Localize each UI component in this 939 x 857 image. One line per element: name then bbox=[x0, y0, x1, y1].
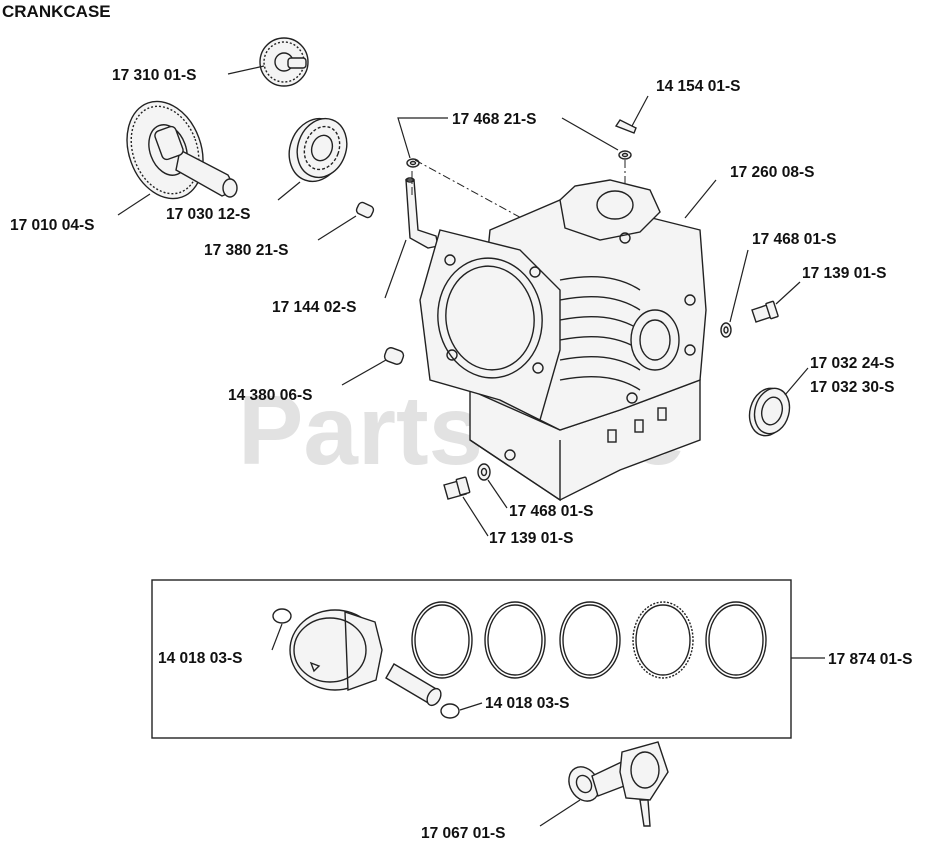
piston-pin-clip-left[interactable] bbox=[272, 608, 292, 624]
piston-pin[interactable] bbox=[385, 663, 444, 708]
washer-right[interactable] bbox=[618, 150, 632, 160]
leader-17380 bbox=[317, 215, 357, 241]
label-17260[interactable]: 17 260 08-S bbox=[730, 164, 814, 181]
leader-17030 bbox=[277, 181, 301, 201]
label-17310[interactable]: 17 310 01-S bbox=[112, 67, 196, 84]
piston-ring-3[interactable] bbox=[559, 601, 621, 679]
leader-17144 bbox=[384, 239, 407, 299]
page-title: CRANKCASE bbox=[2, 2, 111, 21]
label-17139-b[interactable]: 17 139 01-S bbox=[489, 530, 573, 547]
piston-pin-clip-right[interactable] bbox=[440, 703, 460, 719]
drain-plug-bottom[interactable] bbox=[443, 476, 471, 500]
connecting-rod[interactable] bbox=[563, 741, 669, 827]
leader-17468-21 bbox=[397, 117, 619, 159]
leader-14154 bbox=[631, 95, 649, 127]
label-17468-a[interactable]: 17 468 01-S bbox=[752, 231, 836, 248]
crankcase-body[interactable] bbox=[419, 179, 707, 502]
piston-ring-4[interactable] bbox=[705, 601, 767, 679]
label-17468-21[interactable]: 17 468 21-S bbox=[452, 111, 536, 128]
label-17139-a[interactable]: 17 139 01-S bbox=[802, 265, 886, 282]
leader-17468-a bbox=[729, 249, 749, 323]
washer-side[interactable] bbox=[720, 322, 732, 338]
washer-bottom[interactable] bbox=[477, 463, 491, 481]
dowel-pin-large[interactable] bbox=[383, 346, 405, 365]
piston-ring-1[interactable] bbox=[411, 601, 473, 679]
leader-17468-b bbox=[487, 479, 508, 509]
leader-14018-b bbox=[459, 702, 483, 711]
piston-ring-2[interactable] bbox=[484, 601, 546, 679]
governor-gear[interactable] bbox=[259, 37, 309, 87]
label-17874[interactable]: 17 874 01-S bbox=[828, 651, 912, 668]
piston[interactable] bbox=[289, 609, 383, 691]
leader-14018-a bbox=[271, 623, 283, 651]
label-17067[interactable]: 17 067 01-S bbox=[421, 825, 505, 842]
label-14018-a[interactable]: 14 018 03-S bbox=[158, 650, 242, 667]
leader-17010 bbox=[117, 193, 151, 216]
washer-left[interactable] bbox=[406, 158, 420, 168]
dowel-pin-small[interactable] bbox=[355, 201, 375, 219]
leader-17139-a bbox=[775, 281, 801, 305]
breather-tube[interactable] bbox=[405, 177, 439, 249]
leader-17139-b bbox=[462, 496, 489, 537]
cotter-pin[interactable] bbox=[614, 119, 637, 134]
leader-17032 bbox=[784, 367, 809, 396]
label-17380[interactable]: 17 380 21-S bbox=[204, 242, 288, 259]
camshaft[interactable] bbox=[114, 91, 238, 210]
ball-bearing[interactable] bbox=[281, 111, 355, 189]
leader-17260 bbox=[684, 179, 717, 219]
drain-plug-side[interactable] bbox=[751, 300, 779, 323]
oil-seal[interactable] bbox=[744, 384, 794, 440]
label-14018-b[interactable]: 14 018 03-S bbox=[485, 695, 569, 712]
label-17010[interactable]: 17 010 04-S bbox=[10, 217, 94, 234]
piston-kit-box bbox=[151, 579, 792, 739]
leader-14380 bbox=[341, 359, 387, 386]
label-14154[interactable]: 14 154 01-S bbox=[656, 78, 740, 95]
label-17468-b[interactable]: 17 468 01-S bbox=[509, 503, 593, 520]
label-14380[interactable]: 14 380 06-S bbox=[228, 387, 312, 404]
label-17144[interactable]: 17 144 02-S bbox=[272, 299, 356, 316]
label-17030[interactable]: 17 030 12-S bbox=[166, 206, 250, 223]
label-17032-30[interactable]: 17 032 30-S bbox=[810, 379, 894, 396]
leader-17067 bbox=[539, 799, 581, 827]
label-17032-24[interactable]: 17 032 24-S bbox=[810, 355, 894, 372]
piston-ring-oil[interactable] bbox=[632, 601, 694, 679]
leader-17310 bbox=[227, 65, 265, 75]
